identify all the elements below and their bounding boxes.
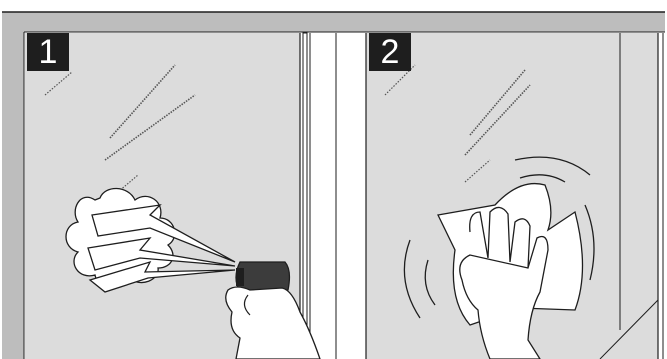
step-1-badge: 1 — [27, 33, 69, 71]
step-2-badge: 2 — [369, 33, 411, 71]
